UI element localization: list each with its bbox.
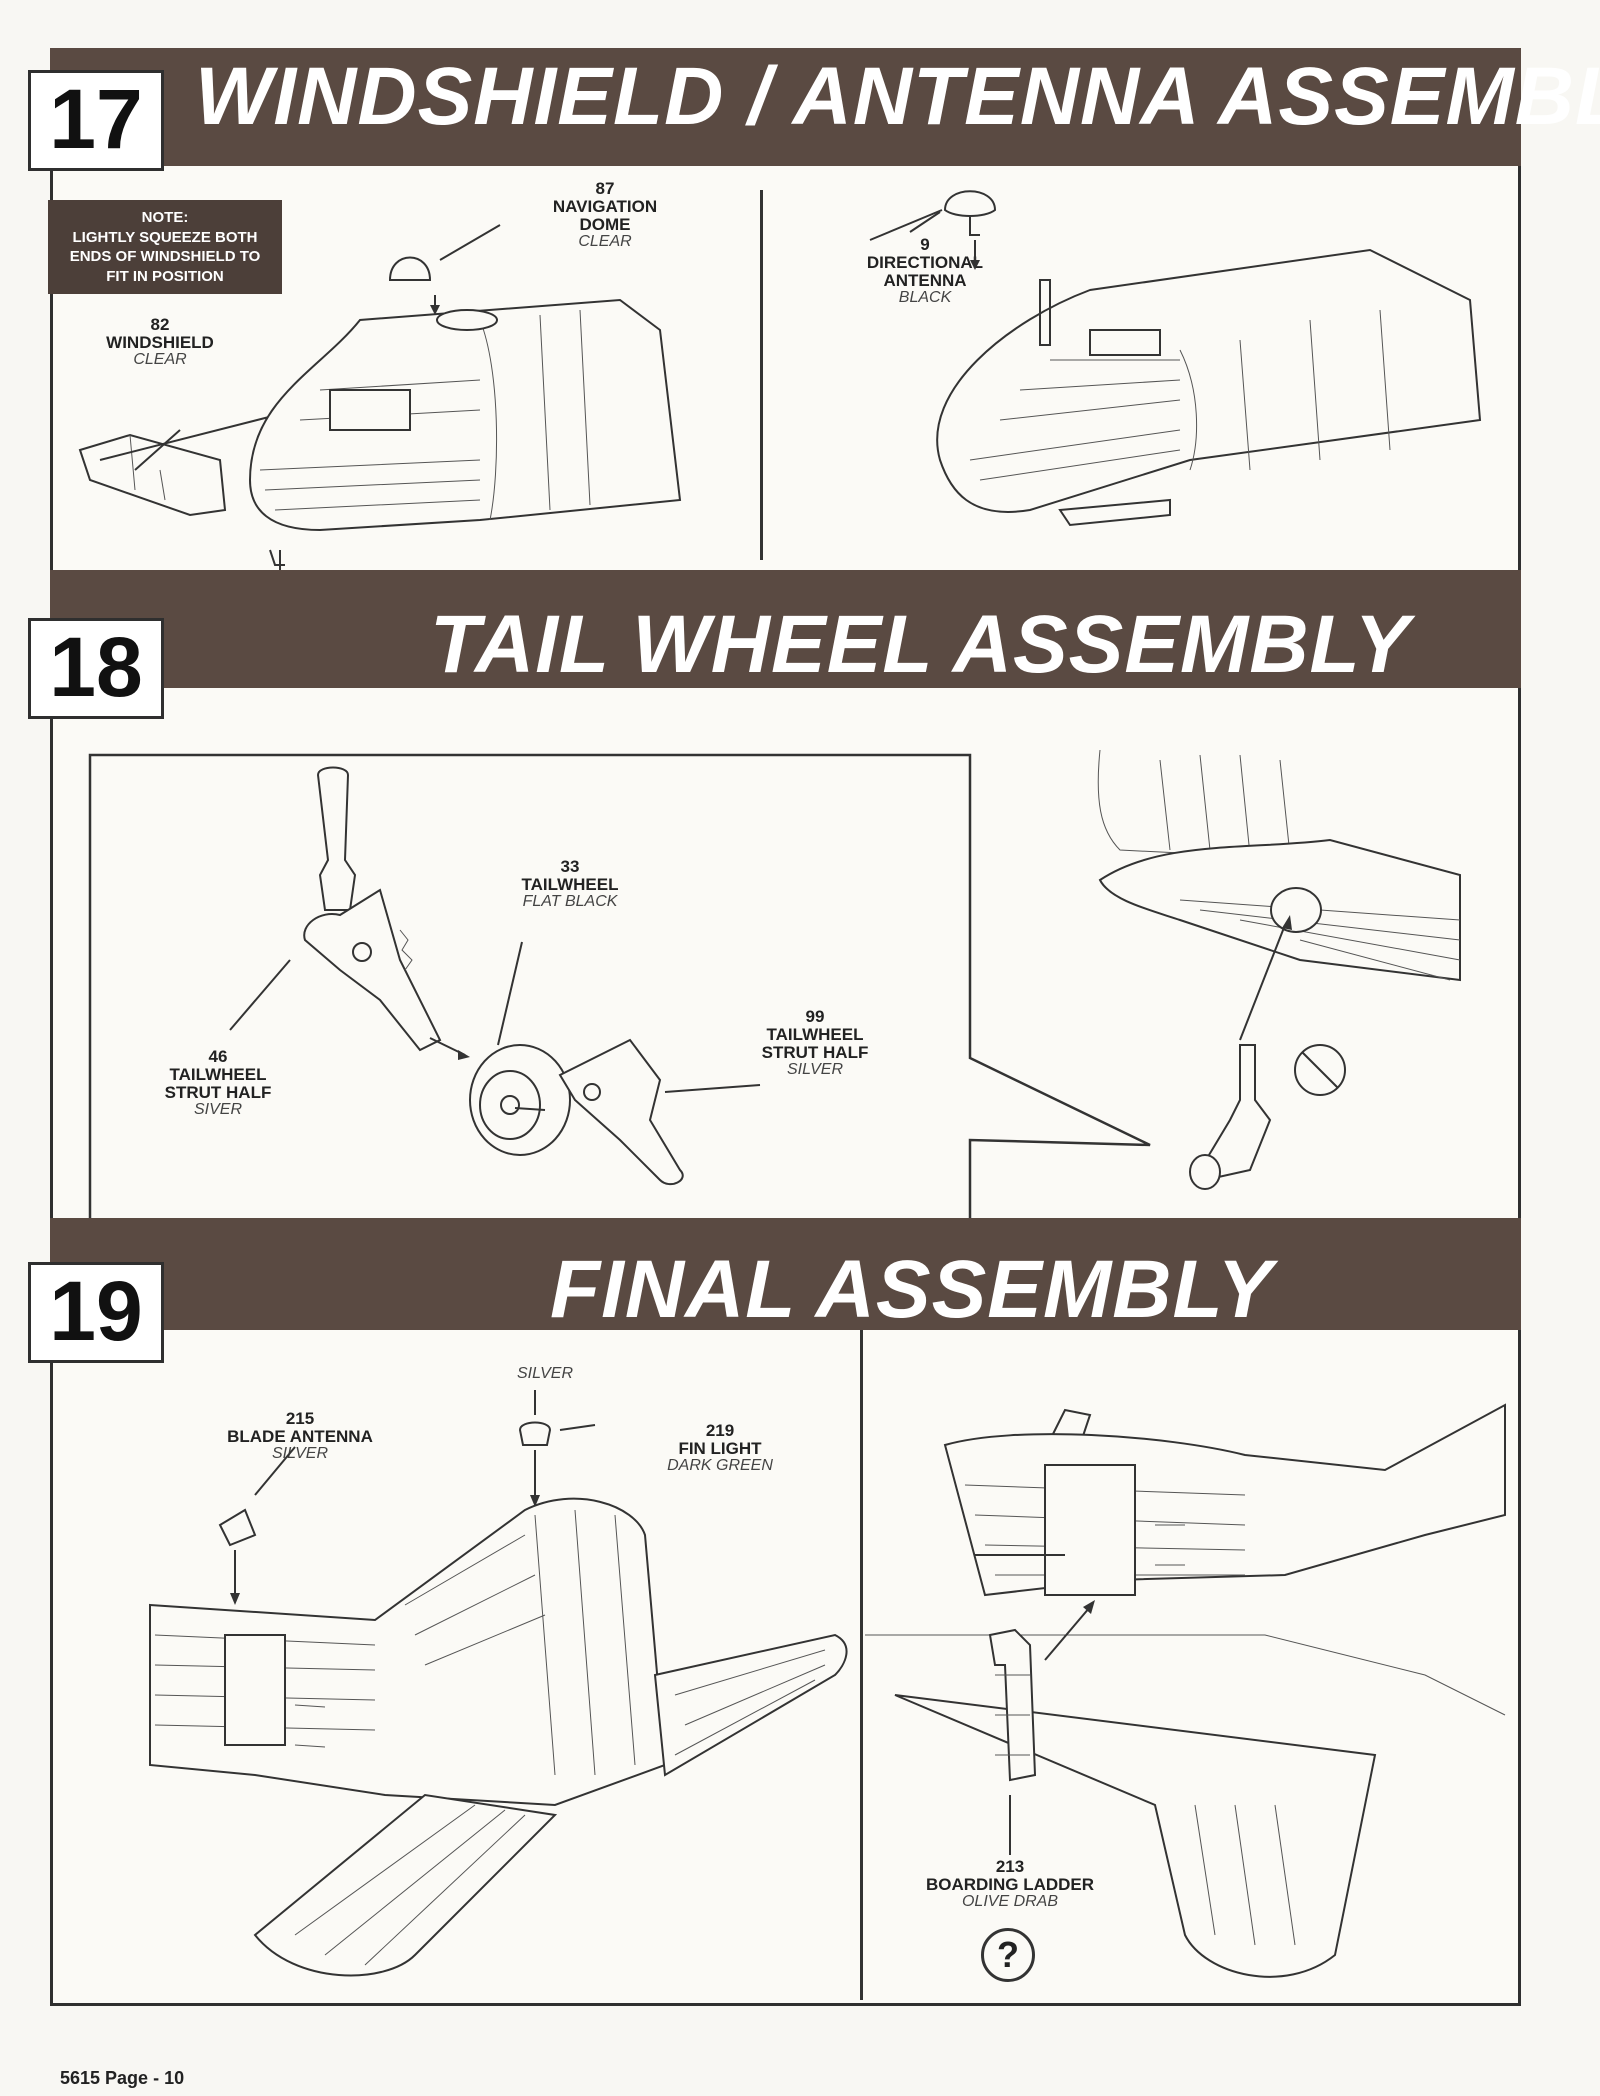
windshield-name: WINDSHIELD: [106, 332, 214, 352]
label-strut-half-right: 99 TAILWHEEL STRUT HALF SILVER: [745, 1008, 885, 1078]
dir-antenna-color: BLACK: [898, 288, 952, 306]
strut-right-name-2: STRUT HALF: [761, 1042, 869, 1062]
step-18-header: [50, 570, 1521, 688]
step-19-divider: [860, 1330, 863, 2000]
nav-dome-name-2: DOME: [579, 214, 631, 234]
tailwheel-number: 33: [560, 857, 580, 876]
fin-light-number: 219: [705, 1421, 735, 1440]
step-17-header: [50, 48, 1521, 166]
windshield-color: CLEAR: [133, 350, 187, 368]
label-tailwheel: 33 TAILWHEEL FLAT BLACK: [500, 858, 640, 910]
blade-antenna-name: BLADE ANTENNA: [227, 1426, 373, 1446]
step-18-number: 18: [28, 618, 164, 719]
label-navigation-dome: 87 NAVIGATION DOME CLEAR: [530, 180, 680, 250]
strut-left-name-1: TAILWHEEL: [169, 1064, 267, 1084]
nav-dome-name-1: NAVIGATION: [552, 196, 658, 216]
label-windshield: 82 WINDSHIELD CLEAR: [85, 316, 235, 368]
step-19-number: 19: [28, 1262, 164, 1363]
fin-light-color: DARK GREEN: [667, 1456, 773, 1474]
step-19-left-illustration: [149, 1390, 848, 1977]
dir-antenna-number: 9: [920, 235, 930, 254]
step-17-right-illustration: [869, 190, 1482, 527]
step-17-title: WINDSHIELD / ANTENNA ASSEMBLY: [195, 51, 1600, 142]
label-boarding-ladder: 213 BOARDING LADDER OLIVE DRAB: [900, 1858, 1120, 1910]
step-19-right-illustration: [865, 1403, 1506, 1978]
help-icon: ?: [981, 1928, 1035, 1982]
nav-dome-number: 87: [595, 179, 615, 198]
step-17-divider: [760, 190, 763, 560]
dir-antenna-name-2: ANTENNA: [883, 270, 967, 290]
ladder-color: OLIVE DRAB: [961, 1892, 1059, 1910]
strut-right-number: 99: [805, 1007, 825, 1026]
step-17-number: 17: [28, 70, 164, 171]
label-fin-light-top: SILVER: [500, 1365, 590, 1383]
note-line-1: NOTE:: [141, 209, 189, 226]
dir-antenna-name-1: DIRECTIONAL: [866, 252, 984, 272]
windshield-note: NOTE: LIGHTLY SQUEEZE BOTH ENDS OF WINDS…: [48, 200, 282, 294]
ladder-name: BOARDING LADDER: [925, 1874, 1095, 1894]
tailwheel-name: TAILWHEEL: [521, 874, 619, 894]
step-19-title: FINAL ASSEMBLY: [550, 1244, 1274, 1335]
page-footer: 5615 Page - 10: [60, 2068, 185, 2088]
strut-left-name-2: STRUT HALF: [164, 1082, 272, 1102]
note-line-3: ENDS OF WINDSHIELD TO: [69, 248, 261, 265]
ladder-number: 213: [995, 1857, 1025, 1876]
strut-left-number: 46: [208, 1047, 228, 1066]
blade-antenna-number: 215: [285, 1409, 315, 1428]
step-18-title: TAIL WHEEL ASSEMBLY: [430, 599, 1411, 690]
fin-light-top-color: SILVER: [516, 1365, 574, 1382]
label-fin-light: 219 FIN LIGHT DARK GREEN: [650, 1422, 790, 1474]
note-line-4: FIT IN POSITION: [106, 267, 224, 285]
step-19-header: [50, 1218, 1521, 1330]
strut-right-color: SILVER: [786, 1060, 844, 1078]
label-directional-antenna: 9 DIRECTIONAL ANTENNA BLACK: [845, 236, 1005, 306]
step-18-detail-box: [88, 749, 1461, 1222]
label-blade-antenna: 215 BLADE ANTENNA SILVER: [210, 1410, 390, 1462]
strut-right-name-1: TAILWHEEL: [766, 1024, 864, 1044]
nav-dome-color: CLEAR: [578, 232, 632, 250]
fin-light-name: FIN LIGHT: [678, 1438, 762, 1458]
tailwheel-color: FLAT BLACK: [522, 892, 618, 910]
note-line-2: LIGHTLY SQUEEZE BOTH: [72, 228, 258, 246]
label-strut-half-left: 46 TAILWHEEL STRUT HALF SIVER: [148, 1048, 288, 1118]
step-17-left-illustration: [78, 224, 682, 570]
strut-left-color: SIVER: [193, 1100, 242, 1118]
windshield-number: 82: [150, 315, 170, 334]
